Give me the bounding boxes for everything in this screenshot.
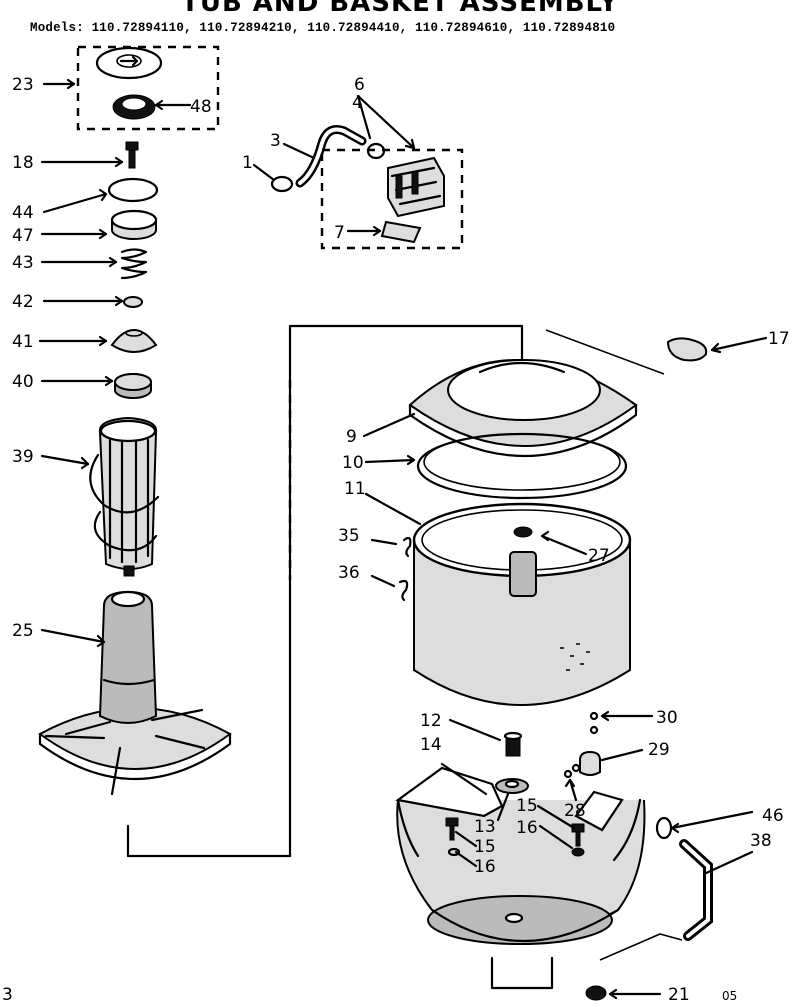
part-30-washer xyxy=(589,711,599,735)
part-11-basket xyxy=(412,502,632,706)
callout-43: 43 xyxy=(12,253,34,273)
part-21-nut xyxy=(585,985,607,1001)
part-36-clip xyxy=(398,579,409,602)
callout-38: 38 xyxy=(750,831,772,851)
callout-28: 28 xyxy=(564,801,586,821)
part-43-spring xyxy=(120,248,148,280)
callout-6: 6 xyxy=(354,75,365,95)
link-17 xyxy=(545,329,665,375)
models-list: Models: 110.72894110, 110.72894210, 110.… xyxy=(30,21,616,35)
part-39-agitator-barrel xyxy=(89,416,160,577)
callout-30: 30 xyxy=(656,708,678,728)
diagram-title: TUB AND BASKET ASSEMBLY xyxy=(181,0,619,18)
part-7-bracket xyxy=(380,220,422,244)
callout-21: 21 xyxy=(668,985,690,1005)
part-40-ring xyxy=(114,373,152,399)
callout-27: 27 xyxy=(588,546,610,566)
callout-18: 18 xyxy=(12,153,34,173)
callout-41: 41 xyxy=(12,332,34,352)
part-44-disc xyxy=(107,177,159,203)
footer-left-mark: 3 xyxy=(2,985,13,1005)
callout-7: 7 xyxy=(334,223,345,243)
callout-12: 12 xyxy=(420,711,442,731)
part-42-nut xyxy=(123,296,143,308)
callout-9: 9 xyxy=(346,427,357,447)
callout-23: 23 xyxy=(12,75,34,95)
callout-48: 48 xyxy=(190,97,212,117)
callout-46: 46 xyxy=(762,806,784,826)
part-12-coupling xyxy=(503,731,523,757)
callout-35: 35 xyxy=(338,526,360,546)
callout-11: 11 xyxy=(344,479,366,499)
part-28-nut xyxy=(563,763,581,779)
callout-25: 25 xyxy=(12,621,34,641)
part-18-bolt xyxy=(125,141,139,169)
assembly-link-line xyxy=(126,324,524,858)
callout-29: 29 xyxy=(648,740,670,760)
part-15-screw-left xyxy=(445,817,459,841)
part-10-gasket xyxy=(416,432,628,500)
part-13-seal xyxy=(495,778,529,794)
part-23-cap xyxy=(95,46,163,80)
part-41-cone xyxy=(110,329,158,353)
part-29-valve xyxy=(579,750,601,776)
part-46-clamp xyxy=(655,816,673,840)
footer-right-mark: 05 xyxy=(722,989,737,1003)
callout-16-left: 16 xyxy=(474,857,496,877)
part-17-clip xyxy=(666,337,708,362)
callout-1: 1 xyxy=(242,153,253,173)
group-6-box xyxy=(320,148,464,250)
callout-42: 42 xyxy=(12,292,34,312)
callout-15-right: 15 xyxy=(516,796,538,816)
part-6-pump xyxy=(387,156,445,218)
callout-17: 17 xyxy=(768,329,790,349)
callout-44: 44 xyxy=(12,203,34,223)
part-25-agitator-base xyxy=(38,590,232,796)
part-16-washer-left xyxy=(447,847,461,857)
callout-13: 13 xyxy=(474,817,496,837)
callout-47: 47 xyxy=(12,226,34,246)
part-35-clip xyxy=(402,536,412,558)
part-48-ring xyxy=(112,94,156,120)
callout-14: 14 xyxy=(420,735,442,755)
part-9-tub-ring xyxy=(408,359,638,457)
part-1-clamp xyxy=(270,175,294,193)
callout-16-right: 16 xyxy=(516,818,538,838)
callout-3: 3 xyxy=(270,131,281,151)
callout-15-left: 15 xyxy=(474,837,496,857)
link-21 xyxy=(599,933,683,961)
callout-4: 4 xyxy=(352,93,363,113)
part-38-drain-hose xyxy=(679,839,713,941)
leader-lines xyxy=(38,78,768,1000)
callout-10: 10 xyxy=(342,453,364,473)
callout-40: 40 xyxy=(12,372,34,392)
callout-39: 39 xyxy=(12,447,34,467)
part-47-cup xyxy=(110,209,158,240)
part-3-hose xyxy=(295,125,367,188)
callout-36: 36 xyxy=(338,563,360,583)
group-23-box xyxy=(76,45,220,131)
part-16-washer-right xyxy=(571,847,585,857)
